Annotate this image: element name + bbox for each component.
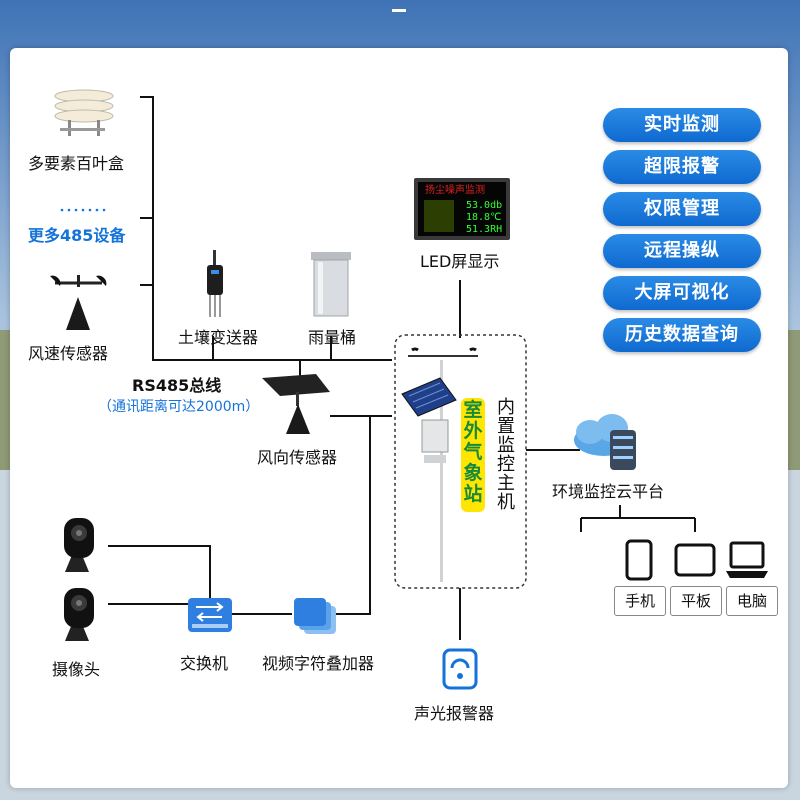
label-soil: 土壤变送器 (178, 328, 259, 347)
terminal-phone[interactable]: 手机 (614, 586, 666, 616)
cloud-platform-icon (574, 414, 636, 470)
anemometer-icon (50, 275, 107, 330)
switch-icon (188, 598, 232, 632)
feature-permission-manage[interactable]: 权限管理 (603, 192, 761, 226)
led-value-3: 51.3RH (466, 224, 502, 235)
label-led: LED屏显示 (420, 252, 500, 271)
label-alarm: 声光报警器 (414, 704, 495, 723)
feature-realtime-monitor[interactable]: 实时监测 (603, 108, 761, 142)
top-indicator (392, 9, 406, 12)
ellipsis-dots-icon (60, 208, 106, 212)
station-badge: 室外气象站 (461, 398, 485, 512)
feature-bigscreen[interactable]: 大屏可视化 (603, 276, 761, 310)
feature-remote-control[interactable]: 远程操纵 (603, 234, 761, 268)
alarm-icon (442, 648, 478, 690)
label-rain: 雨量桶 (308, 328, 357, 347)
camera-icon-1 (64, 518, 94, 572)
led-value-2: 18.8℃ (466, 212, 501, 223)
feature-history-query[interactable]: 历史数据查询 (603, 318, 761, 352)
label-switch: 交换机 (180, 654, 229, 673)
rain-gauge-icon (311, 252, 351, 317)
video-overlay-icon (294, 598, 336, 634)
wind-vane-icon (262, 374, 330, 434)
label-cloud: 环境监控云平台 (552, 482, 665, 501)
led-screen-icon (414, 178, 510, 240)
led-value-1: 53.0db (466, 200, 502, 211)
terminal-tablet[interactable]: 平板 (670, 586, 722, 616)
led-screen-header: 扬尘噪声监测 (425, 183, 485, 196)
feature-overlimit-alarm[interactable]: 超限报警 (603, 150, 761, 184)
camera-icon-2 (64, 588, 94, 641)
weather-station-icon (401, 347, 478, 582)
connection-lines (108, 96, 696, 640)
station-dashed-border (394, 334, 527, 589)
soil-transmitter-icon (207, 250, 223, 317)
terminal-pc[interactable]: 电脑 (726, 586, 778, 616)
label-overlay: 视频字符叠加器 (262, 654, 375, 673)
label-wind-dir: 风向传感器 (257, 448, 338, 467)
label-wind-speed: 风速传感器 (28, 344, 109, 363)
louver-box-icon (54, 89, 114, 136)
bus-note: （通讯距离可达2000m） (98, 399, 260, 415)
station-host-label: 内置监控主机 (497, 397, 515, 513)
computer-icon (726, 541, 768, 578)
bus-title: RS485总线 (132, 376, 222, 395)
led-side-block (424, 200, 454, 232)
label-louver-box: 多要素百叶盒 (28, 154, 125, 173)
label-more-devices: 更多485设备 (28, 226, 126, 245)
tablet-icon (674, 543, 716, 577)
label-camera: 摄像头 (52, 660, 101, 679)
phone-icon (625, 539, 653, 581)
